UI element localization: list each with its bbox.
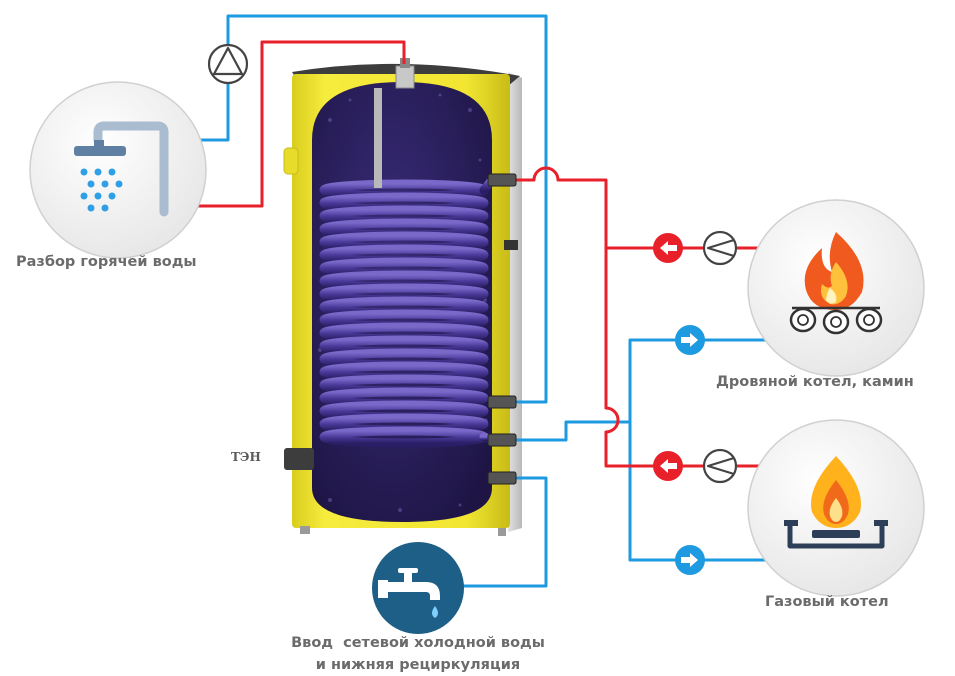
cold-pipe-wood-return (516, 338, 770, 442)
gas-flame-icon (747, 419, 925, 597)
wood-boiler-label: Дровяной котел, камин (716, 374, 914, 390)
storage-tank (283, 58, 522, 536)
thermometer-port (504, 240, 518, 250)
hot-pipe-gas-supply (604, 248, 770, 468)
flow-arrow-icon (675, 325, 705, 355)
heating-element (284, 448, 314, 470)
pump-icon (702, 448, 738, 484)
tank-side-panel (508, 72, 522, 532)
cold-pipe-shower (200, 14, 548, 404)
hot-water-draw-label: Разбор горячей воды (16, 254, 197, 270)
hot-pipe-wood-supply (516, 166, 770, 250)
cold-pipe-inlet (454, 476, 548, 588)
cold-pipes (200, 14, 770, 588)
hot-pipes (198, 40, 770, 468)
shower-icon (29, 81, 207, 259)
flow-arrow-icon (675, 545, 705, 575)
anode-rod (374, 88, 382, 188)
tank-nozzles (487, 173, 517, 485)
top-fitting (395, 65, 415, 89)
cold-water-inlet-line2: и нижняя рециркуляция (315, 657, 521, 673)
hot-pipe-shower (198, 40, 406, 208)
fire-wood-icon (747, 199, 925, 377)
gas-boiler-label: Газовый котел (765, 594, 889, 610)
cold-pipe-gas-return (628, 422, 770, 562)
pump-icon (702, 230, 738, 266)
pump-icon (207, 43, 249, 85)
flow-arrow-icon (653, 233, 683, 263)
flow-arrow-icon (653, 451, 683, 481)
side-sensor (283, 147, 299, 175)
heating-element-label: ТЭН (231, 450, 261, 464)
water-tap-icon (372, 542, 464, 634)
cold-water-inlet-label: Ввод сетевой холодной воды и нижняя реци… (268, 632, 568, 676)
cold-water-inlet-line1: Ввод сетевой холодной воды (291, 635, 545, 651)
heat-exchanger-coil (319, 175, 497, 448)
